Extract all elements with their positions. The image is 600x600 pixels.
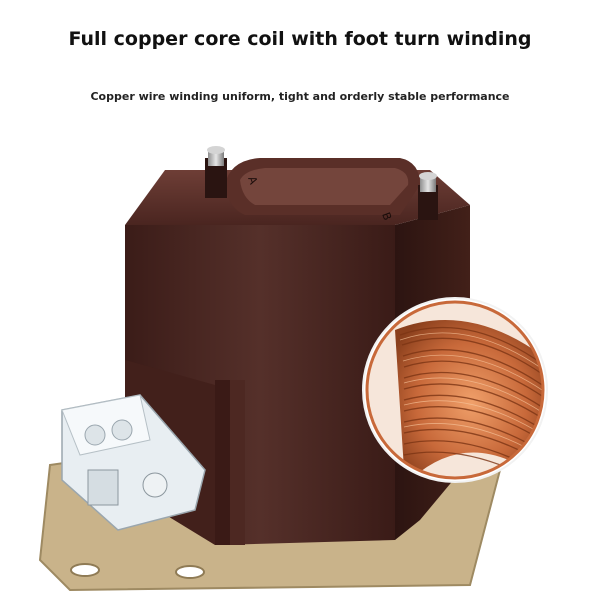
mounting-hole: [70, 563, 100, 577]
copper-coil-detail: [362, 297, 548, 483]
terminal-a: A: [205, 146, 260, 198]
bolt-icon: [420, 176, 436, 192]
terminal-b: B: [379, 172, 438, 222]
terminal-block-cover: [61, 394, 206, 531]
bolt-icon: [208, 150, 224, 166]
terminal-label-a: A: [245, 175, 260, 187]
headline: Full copper core coil with foot turn win…: [68, 28, 532, 50]
subline: Copper wire winding uniform, tight and o…: [90, 90, 510, 103]
coil-icon: [367, 302, 543, 478]
terminal-label-b: B: [379, 211, 394, 223]
mounting-hole: [175, 565, 205, 579]
